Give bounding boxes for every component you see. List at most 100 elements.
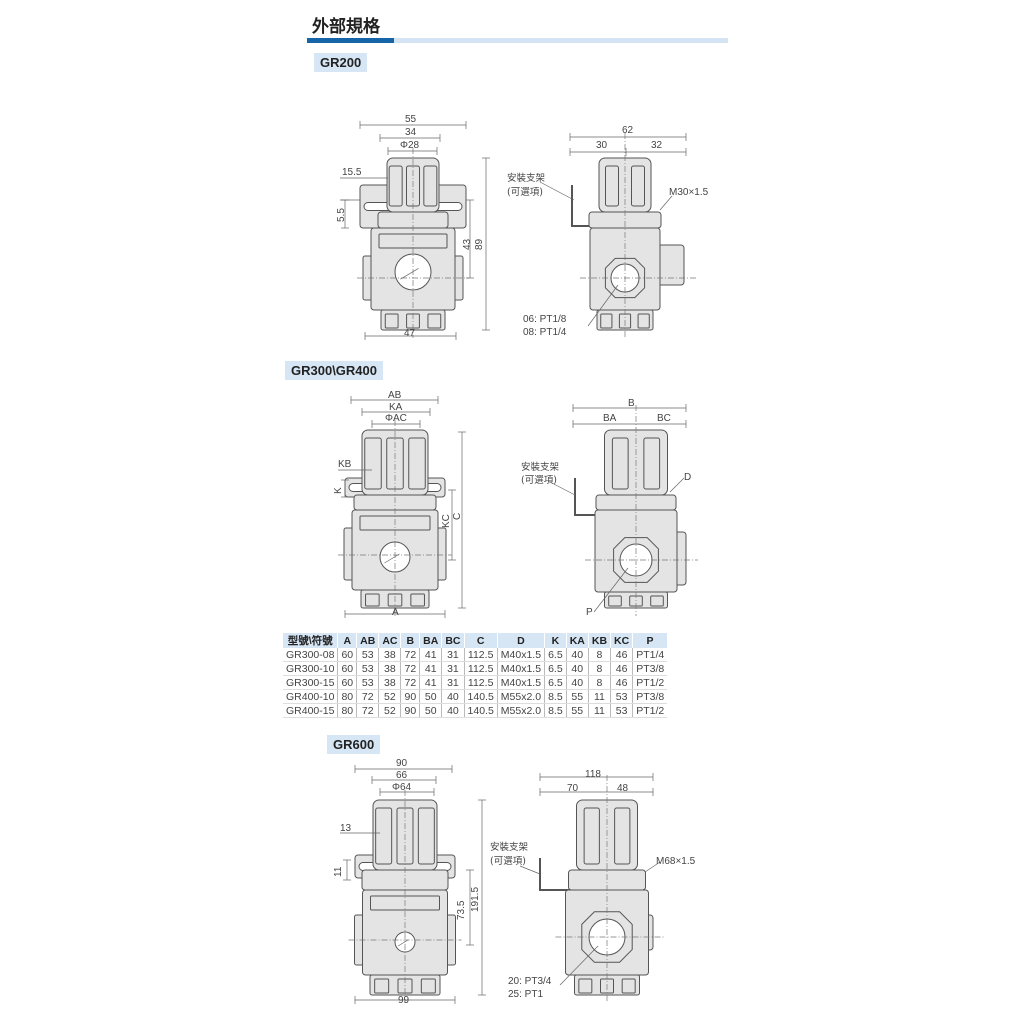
table-cell: 50 — [419, 703, 443, 718]
model-tag-gr300-gr400: GR300\GR400 — [285, 361, 383, 380]
table-cell: 46 — [610, 675, 634, 690]
port-hex — [613, 537, 659, 583]
knob-rib — [364, 437, 382, 490]
knob-rib — [605, 165, 619, 207]
table-cell: 80 — [337, 689, 358, 704]
side-port — [657, 244, 685, 286]
bracket-option-label: (可選項) — [521, 475, 557, 486]
table-cell: PT3/8 — [632, 689, 668, 704]
table-cell: 8 — [588, 648, 612, 662]
title-underline — [394, 38, 728, 43]
bracket-label: 安裝支架 — [521, 462, 560, 473]
dim-label: 118 — [585, 769, 601, 780]
nut-notch — [650, 595, 664, 607]
table-cell: 31 — [441, 661, 465, 676]
table-header-cell: C — [464, 633, 498, 648]
dim-label: 90 — [396, 758, 408, 769]
nut-notch — [420, 978, 436, 994]
dim-label: Φ64 — [392, 782, 412, 793]
table-header-cell: AB — [356, 633, 380, 648]
table-cell: 6.5 — [544, 661, 567, 676]
leader-line — [587, 284, 619, 327]
table-cell: 53 — [356, 661, 380, 676]
table-cell: GR400-15 — [283, 703, 339, 718]
table-cell: GR300-15 — [283, 675, 339, 690]
table-cell: 8.5 — [544, 703, 567, 718]
port-hex — [604, 257, 646, 299]
dim-label: A — [392, 607, 399, 618]
nut-notch — [621, 978, 636, 994]
dim-label: 30 — [596, 140, 608, 151]
table-header-cell: P — [632, 633, 668, 648]
leader-line — [659, 195, 673, 211]
table-header-cell: AC — [378, 633, 402, 648]
gauge-needle — [397, 939, 409, 947]
table-cell: PT1/2 — [632, 703, 668, 718]
nut-notch — [384, 313, 399, 329]
table-cell: 53 — [610, 689, 634, 704]
dim-label: KB — [338, 459, 352, 470]
table-cell: 53 — [356, 648, 380, 662]
port-hex — [581, 911, 633, 963]
leader-line — [549, 481, 576, 496]
table-cell: 40 — [566, 661, 589, 676]
dim-label: 62 — [622, 125, 634, 136]
table-cell: 40 — [441, 703, 465, 718]
nut-notch — [410, 593, 425, 607]
dim-label: 191.5 — [470, 886, 481, 912]
table-cell: M55x2.0 — [497, 689, 546, 704]
dim-label: 47 — [404, 328, 416, 339]
table-cell: PT3/8 — [632, 661, 668, 676]
table-header-cell: BA — [419, 633, 443, 648]
table-cell: 40 — [566, 675, 589, 690]
table-cell: 46 — [610, 661, 634, 676]
dim-label: 13 — [340, 823, 352, 834]
dim-label: 70 — [567, 783, 579, 794]
table-cell: 72 — [356, 689, 380, 704]
bracket-option-label: (可選項) — [490, 856, 526, 867]
dim-label: BC — [657, 413, 671, 424]
nut-notch — [365, 593, 380, 607]
nut-notch — [600, 313, 613, 329]
table-cell: 72 — [356, 703, 380, 718]
table-cell: 41 — [419, 675, 443, 690]
table-cell: 72 — [400, 648, 421, 662]
table-cell: 6.5 — [544, 675, 567, 690]
table-cell: 11 — [588, 703, 612, 718]
table-cell: GR400-10 — [283, 689, 339, 704]
table-header-cell: KA — [566, 633, 589, 648]
dim-label: 66 — [396, 770, 408, 781]
table-cell: 60 — [337, 661, 358, 676]
table-cell: 90 — [400, 689, 421, 704]
leader-line — [559, 945, 599, 986]
thread-label: D — [684, 472, 692, 483]
model-tag-gr600: GR600 — [327, 735, 381, 754]
table-cell: 52 — [378, 689, 402, 704]
table-cell: 6.5 — [544, 648, 567, 662]
gauge-needle — [384, 553, 400, 564]
knob-rib — [423, 165, 438, 207]
nut-notch — [637, 313, 650, 329]
gauge-needle — [400, 268, 419, 280]
bracket-label: 安裝支架 — [490, 842, 529, 853]
knob-rib — [408, 437, 426, 490]
table-header-cell: KB — [588, 633, 612, 648]
table-cell: 53 — [356, 675, 380, 690]
table-cell: GR300-08 — [283, 648, 339, 662]
nut-notch — [427, 313, 442, 329]
port-label: 25: PT1 — [508, 989, 544, 1000]
table-cell: 112.5 — [464, 661, 498, 676]
table-cell: 50 — [419, 689, 443, 704]
table-cell: 8.5 — [544, 689, 567, 704]
dim-label: 73.5 — [456, 900, 467, 920]
bracket-option-label: (可選項) — [507, 187, 543, 198]
table-header-cell: D — [497, 633, 546, 648]
table-header-cell: 型號\符號 — [283, 633, 339, 648]
leader-line — [644, 861, 661, 873]
knob-rib — [583, 807, 600, 865]
dim-label: 43 — [462, 238, 473, 250]
